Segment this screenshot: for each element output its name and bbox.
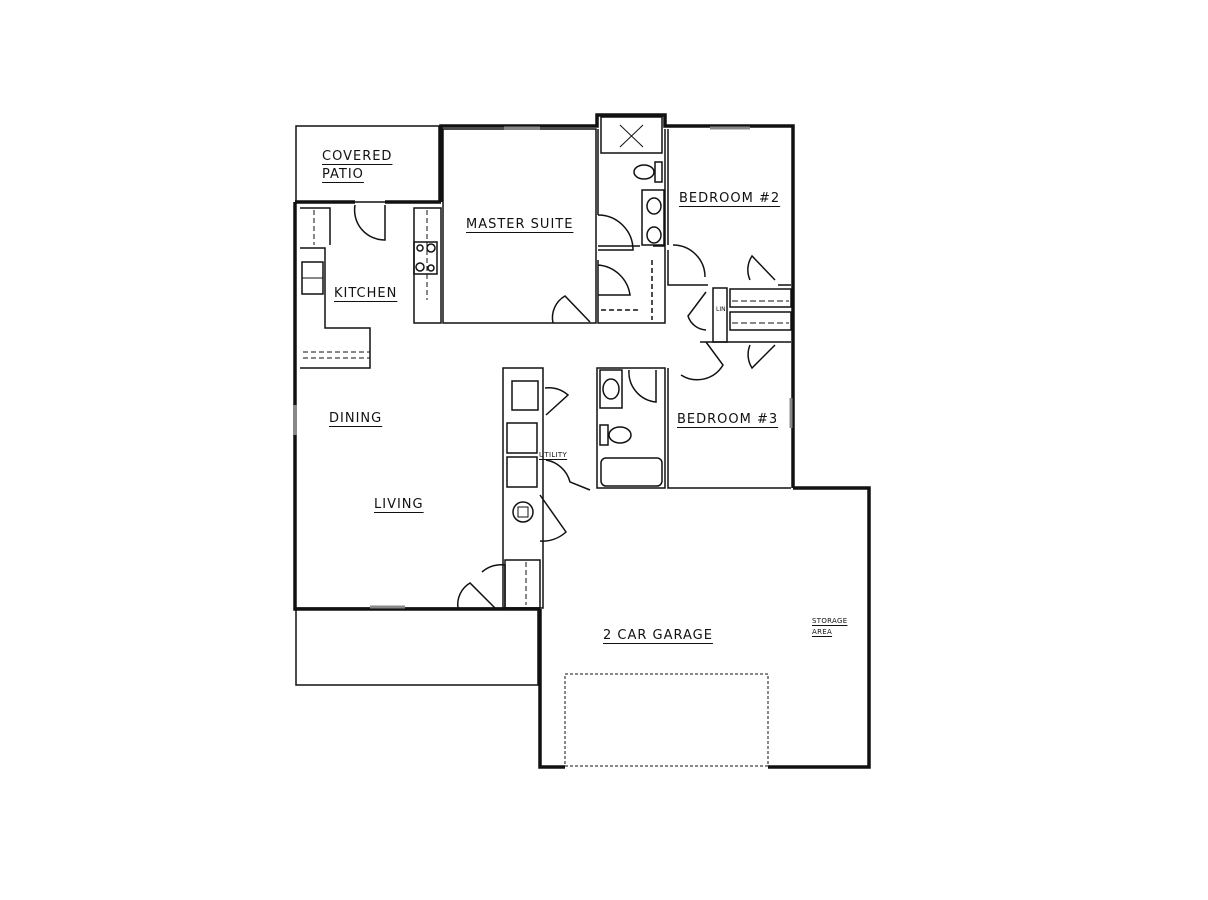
front-slab-outline (295, 607, 539, 686)
dryer-shelf-2 (506, 456, 538, 488)
room-label-master-suite: MASTER SUITE (466, 217, 574, 232)
covered-patio-outline (295, 125, 440, 203)
master-door-arc (597, 214, 634, 251)
hall-bath-door (628, 369, 657, 403)
washer (511, 380, 539, 411)
bathtub (600, 457, 663, 487)
room-label-dining: DINING (329, 411, 383, 426)
shower-x (619, 124, 644, 148)
exterior-wall-west (293, 202, 540, 611)
room-label-bedroom-2: BEDROOM #2 (679, 191, 781, 206)
sink-2 (646, 226, 662, 244)
kitchen-door (353, 204, 386, 241)
range (413, 241, 438, 275)
room-label-living: LIVING (374, 497, 424, 512)
shower (600, 116, 663, 154)
room-label-garage: 2 CAR GARAGE (603, 628, 713, 643)
closet-lower (729, 311, 792, 331)
room-label-covered-patio-1: COVERED (322, 149, 393, 164)
hall-sink-counter (599, 369, 623, 409)
exterior-wall-north-master (439, 113, 795, 488)
room-label-storage-2: AREA (812, 628, 833, 636)
linen-closet (712, 287, 728, 343)
bedroom2-closet-door (747, 254, 776, 281)
bedroom3-walls (667, 341, 791, 489)
kitchen-counter-west (300, 207, 371, 369)
water-heater (512, 501, 534, 523)
utility-door (544, 387, 570, 416)
entry-closet (504, 559, 541, 609)
hall-toilet (608, 426, 632, 444)
room-label-utility: UTILITY (539, 451, 568, 459)
bedroom2-door (672, 244, 706, 278)
wh-closet-door (539, 494, 567, 542)
linen-door (687, 291, 707, 331)
room-label-covered-patio-2: PATIO (322, 167, 364, 182)
room-label-bedroom-3: BEDROOM #3 (677, 412, 779, 427)
closet-upper (729, 288, 792, 308)
closet-door-arc (597, 264, 631, 296)
master-bath-wall (597, 129, 666, 324)
vanity (641, 189, 665, 246)
toilet-tank (654, 161, 663, 183)
hall-sink (602, 378, 620, 400)
bedroom3-door (680, 341, 724, 381)
master-entry-door (551, 295, 591, 324)
windows (293, 126, 793, 609)
master-toilet (633, 164, 655, 180)
entry-door (457, 564, 506, 609)
room-label-kitchen: KITCHEN (334, 286, 398, 301)
garage-utility-door (545, 459, 591, 491)
kitchen-counter-dashed (303, 210, 370, 359)
bedroom2-walls (667, 129, 791, 286)
hall-toilet-tank (599, 424, 609, 446)
hall-bath-walls (596, 367, 666, 489)
utility-outer (502, 367, 544, 609)
bedroom3-closet-door (747, 344, 776, 370)
sink-1 (646, 197, 662, 215)
exterior-wall-garage (538, 486, 871, 769)
garage-door-outline (564, 673, 769, 767)
dryer-shelf-1 (506, 422, 538, 454)
room-label-storage-1: STORAGE (812, 617, 848, 625)
room-label-linen: LIN (716, 306, 726, 313)
